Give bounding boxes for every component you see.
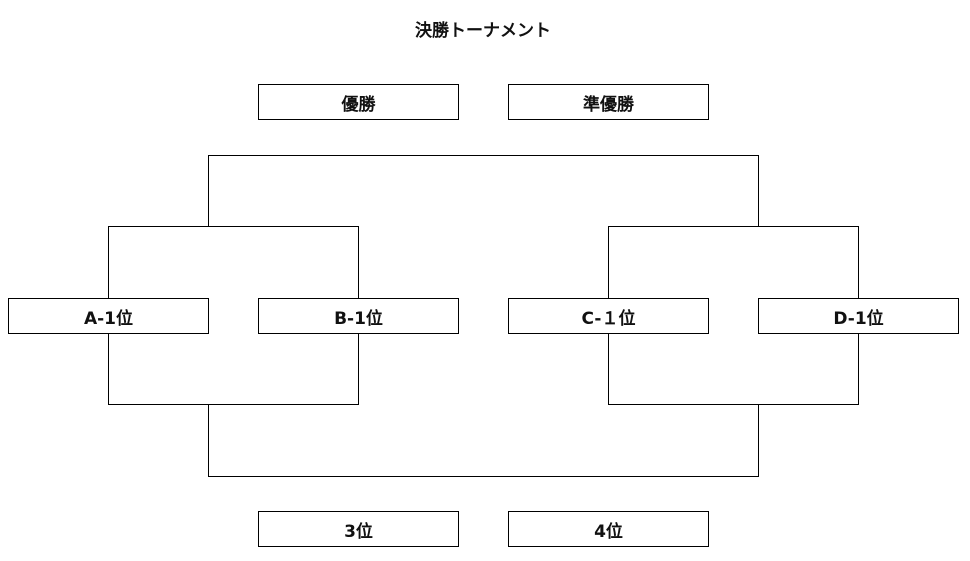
third-place-box: 3位 [258, 511, 459, 547]
bracket-line-third-place [208, 405, 759, 477]
runner-up-box: 準優勝 [508, 84, 709, 120]
bracket-line-final [208, 155, 759, 226]
winner-box: 優勝 [258, 84, 459, 120]
third-place-label: 3位 [344, 521, 373, 542]
fourth-place-box: 4位 [508, 511, 709, 547]
team-label-a: A-1位 [83, 308, 134, 329]
page-title: 決勝トーナメント [415, 21, 551, 41]
bracket-line-upper-cd [608, 226, 859, 298]
winner-label: 優勝 [341, 94, 376, 115]
team-box-b: B-1位 [258, 298, 459, 334]
team-label-d: D-1位 [833, 308, 884, 329]
team-box-c: C-１位 [508, 298, 709, 334]
bracket-line-lower-ab [108, 333, 359, 405]
team-box-a: A-1位 [8, 298, 209, 334]
team-label-b: B-1位 [334, 308, 383, 329]
bracket-line-lower-cd [608, 333, 859, 405]
team-label-c: C-１位 [581, 308, 636, 329]
bracket-line-upper-ab [108, 226, 359, 298]
team-box-d: D-1位 [758, 298, 959, 334]
fourth-place-label: 4位 [594, 521, 623, 542]
runner-up-label: 準優勝 [583, 94, 634, 115]
